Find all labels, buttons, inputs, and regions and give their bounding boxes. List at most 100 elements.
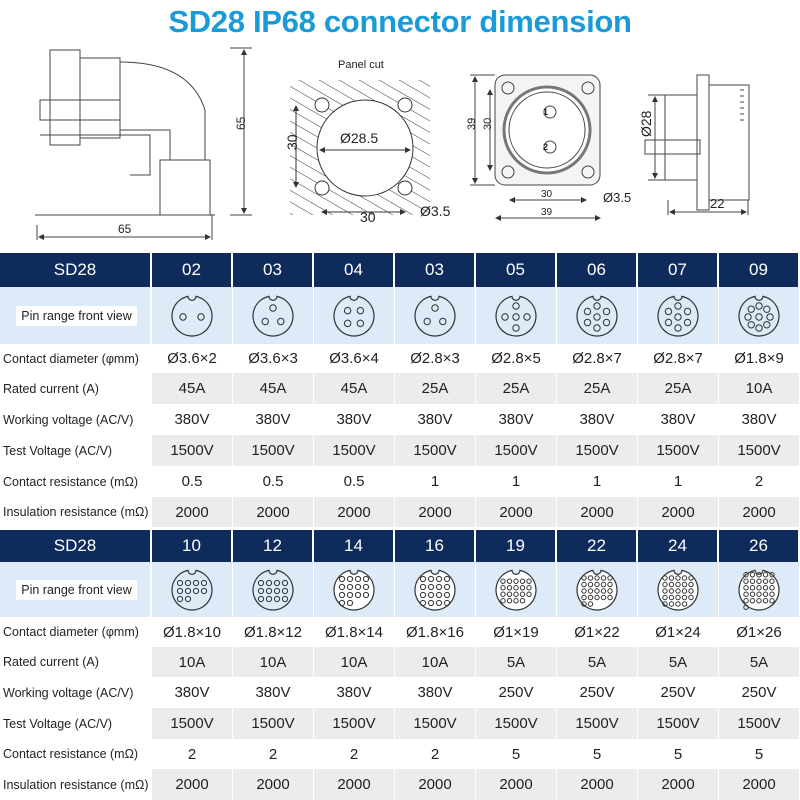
pin-icon	[587, 594, 594, 600]
pin-icon	[338, 583, 346, 590]
elbow-connector-drawing	[35, 47, 252, 240]
pin-layout-cell	[314, 562, 395, 617]
pin-icon	[744, 312, 752, 321]
pin-icon	[265, 579, 273, 586]
pin-icon	[688, 594, 694, 600]
pin-layout-icon	[576, 569, 618, 611]
spec-value: 380V	[476, 404, 557, 435]
pin-icon	[593, 301, 601, 310]
pin-count-header: 04	[314, 253, 395, 287]
spec-value: 250V	[557, 677, 638, 708]
spec-value: 45A	[233, 373, 314, 404]
pin-icon	[674, 323, 682, 332]
flange-front-drawing	[470, 74, 601, 221]
pin-layout-row: Pin range front view	[0, 562, 800, 617]
panel-spacing-v-label: 30	[284, 134, 300, 150]
spec-value: Ø1×26	[719, 617, 800, 647]
pin-icon	[600, 587, 607, 594]
spec-value: 380V	[314, 677, 395, 708]
spec-value: 380V	[152, 677, 233, 708]
pin-icon	[756, 597, 762, 603]
pin-icon	[668, 594, 675, 600]
spec-value: Ø1.8×16	[395, 617, 476, 647]
pin-icon	[362, 591, 370, 598]
pin-layout-icon	[414, 295, 456, 337]
pin-icon	[681, 594, 688, 600]
pin-icon	[747, 320, 755, 328]
pin-icon	[423, 317, 431, 325]
pin-icon	[435, 583, 443, 590]
spec-value: 45A	[314, 373, 395, 404]
spec-value: 380V	[638, 404, 719, 435]
pin-layout-icon	[495, 295, 537, 337]
pin-icon	[506, 597, 513, 603]
pin-icon	[281, 587, 289, 594]
pin-icon	[749, 597, 756, 603]
pin-icon	[749, 591, 756, 597]
pin-icon	[594, 587, 600, 594]
pin-icon	[749, 578, 756, 584]
spec-value: 1500V	[152, 708, 233, 739]
spec-value: 2000	[233, 497, 314, 527]
pin-icon	[346, 599, 354, 606]
pin-icon	[664, 307, 673, 315]
row-label: Rated current (A)	[0, 373, 152, 404]
spec-value: 1500V	[233, 435, 314, 466]
body-diameter-label: Ø28	[638, 110, 654, 137]
pin-icon	[257, 587, 265, 594]
pin-icon	[512, 312, 520, 321]
pin-icon	[362, 583, 370, 590]
pin-icon	[769, 578, 775, 584]
pin-layout-cell	[719, 287, 800, 344]
spec-value: 2	[152, 739, 233, 769]
spec-value: 5	[557, 739, 638, 769]
pin-icon	[587, 574, 594, 581]
pin-icon	[343, 319, 352, 327]
pin-icon	[688, 581, 694, 587]
pin-icon	[581, 587, 587, 594]
pin-icon	[176, 587, 184, 594]
pin-layout-icon	[738, 569, 780, 611]
pin-icon	[762, 571, 769, 577]
pin-layout-cell	[152, 287, 233, 344]
pin-icon	[683, 307, 692, 315]
spec-value: 10A	[719, 373, 800, 404]
pin-layout-icon	[738, 295, 780, 337]
row-label: Pin range front view	[0, 562, 152, 617]
spec-value: 380V	[395, 677, 476, 708]
pin-icon	[338, 599, 346, 606]
spec-value: Ø3.6×2	[152, 344, 233, 373]
pin-icon	[523, 312, 531, 321]
pin-icon	[519, 578, 526, 584]
pin-icon	[683, 318, 692, 326]
pin-icon	[668, 574, 675, 581]
spec-value: 2000	[719, 497, 800, 527]
pin-icon	[281, 595, 289, 602]
pin-icon	[526, 584, 532, 590]
pin-icon	[431, 303, 439, 312]
pin-layout-cell	[557, 562, 638, 617]
row-label: Insulation resistance (mΩ)	[0, 497, 152, 527]
pin-count-header: 24	[638, 530, 719, 562]
flange-pin1-label: 1	[543, 107, 548, 117]
pin-layout-cell	[476, 287, 557, 344]
spec-value: 2000	[557, 769, 638, 800]
pin-icon	[269, 303, 277, 312]
pin-icon	[756, 591, 762, 597]
pin-icon	[519, 591, 526, 597]
pin-icon	[277, 317, 285, 325]
pin-icon	[354, 583, 362, 590]
pin-icon	[356, 319, 365, 327]
pin-icon	[443, 583, 451, 590]
pin-icon	[662, 587, 668, 594]
spec-value: 1	[476, 466, 557, 497]
pin-icon	[675, 600, 681, 607]
spec-value: 25A	[638, 373, 719, 404]
spec-value: 25A	[557, 373, 638, 404]
pin-icon	[587, 600, 594, 607]
